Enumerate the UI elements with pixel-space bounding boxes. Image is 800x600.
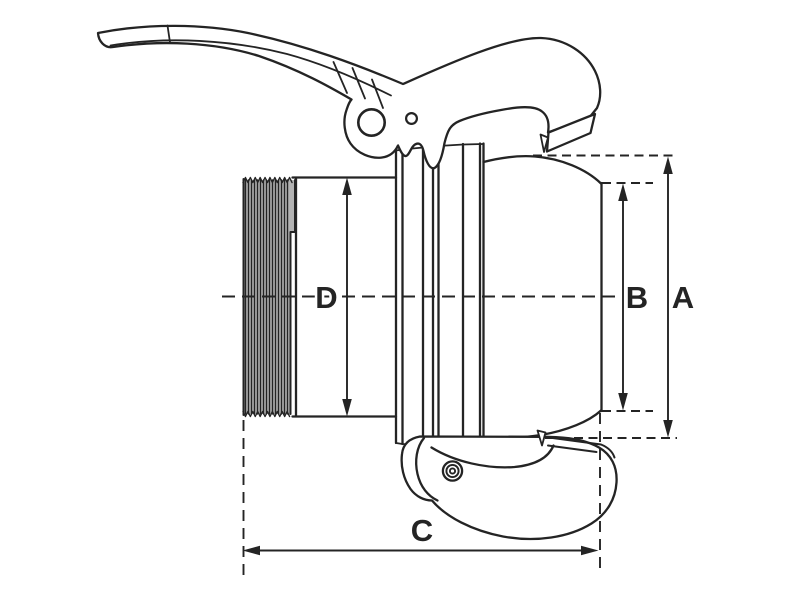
thread-crest-top	[242, 176, 293, 184]
cam-pin-outer-ring	[441, 460, 464, 482]
lever-hook-pad	[545, 112, 597, 153]
dimension-labels: D B A C	[313, 278, 697, 551]
cam-pin-middle-ring	[445, 463, 460, 479]
arrow-c-right	[581, 545, 599, 556]
dim-label-b: B	[626, 280, 648, 315]
cup-top-arc	[482, 155, 603, 185]
arrow-b-up	[618, 183, 628, 201]
lever-pin-hole	[405, 111, 419, 125]
cam-pin-center	[448, 467, 457, 475]
dim-label-d: D	[315, 280, 337, 315]
arrow-a-up	[663, 156, 673, 174]
neck-outline	[291, 176, 398, 418]
arrow-c-left	[242, 545, 260, 556]
arrow-a-down	[663, 420, 673, 438]
cam-arm-bracket-line	[415, 436, 439, 502]
coupling-body	[242, 142, 603, 449]
cam-arm-strap-lines	[547, 436, 616, 459]
bottom-cam-arm	[400, 429, 618, 541]
cam-arm-plate-curve	[430, 444, 555, 469]
handle-tip-cross-line	[166, 24, 171, 44]
arrow-d-down	[342, 399, 352, 417]
arrow-d-up	[342, 177, 352, 195]
cam-groove-wedge	[536, 429, 547, 447]
dim-label-c: C	[411, 513, 433, 548]
flange-ridge-lines	[394, 142, 485, 449]
lever-hook-wedge	[539, 133, 549, 153]
thread-crest-bottom	[242, 410, 291, 418]
dim-label-a: A	[672, 280, 694, 315]
arrow-b-down	[618, 393, 628, 411]
lever-pivot-hole	[356, 108, 386, 138]
top-lever	[96, 24, 602, 170]
cam-arm-outline	[400, 435, 618, 541]
lever-outline	[96, 24, 602, 170]
handle-hatch-marks	[332, 61, 384, 109]
dimension-lines	[222, 154, 677, 577]
arrowheads	[242, 156, 673, 556]
